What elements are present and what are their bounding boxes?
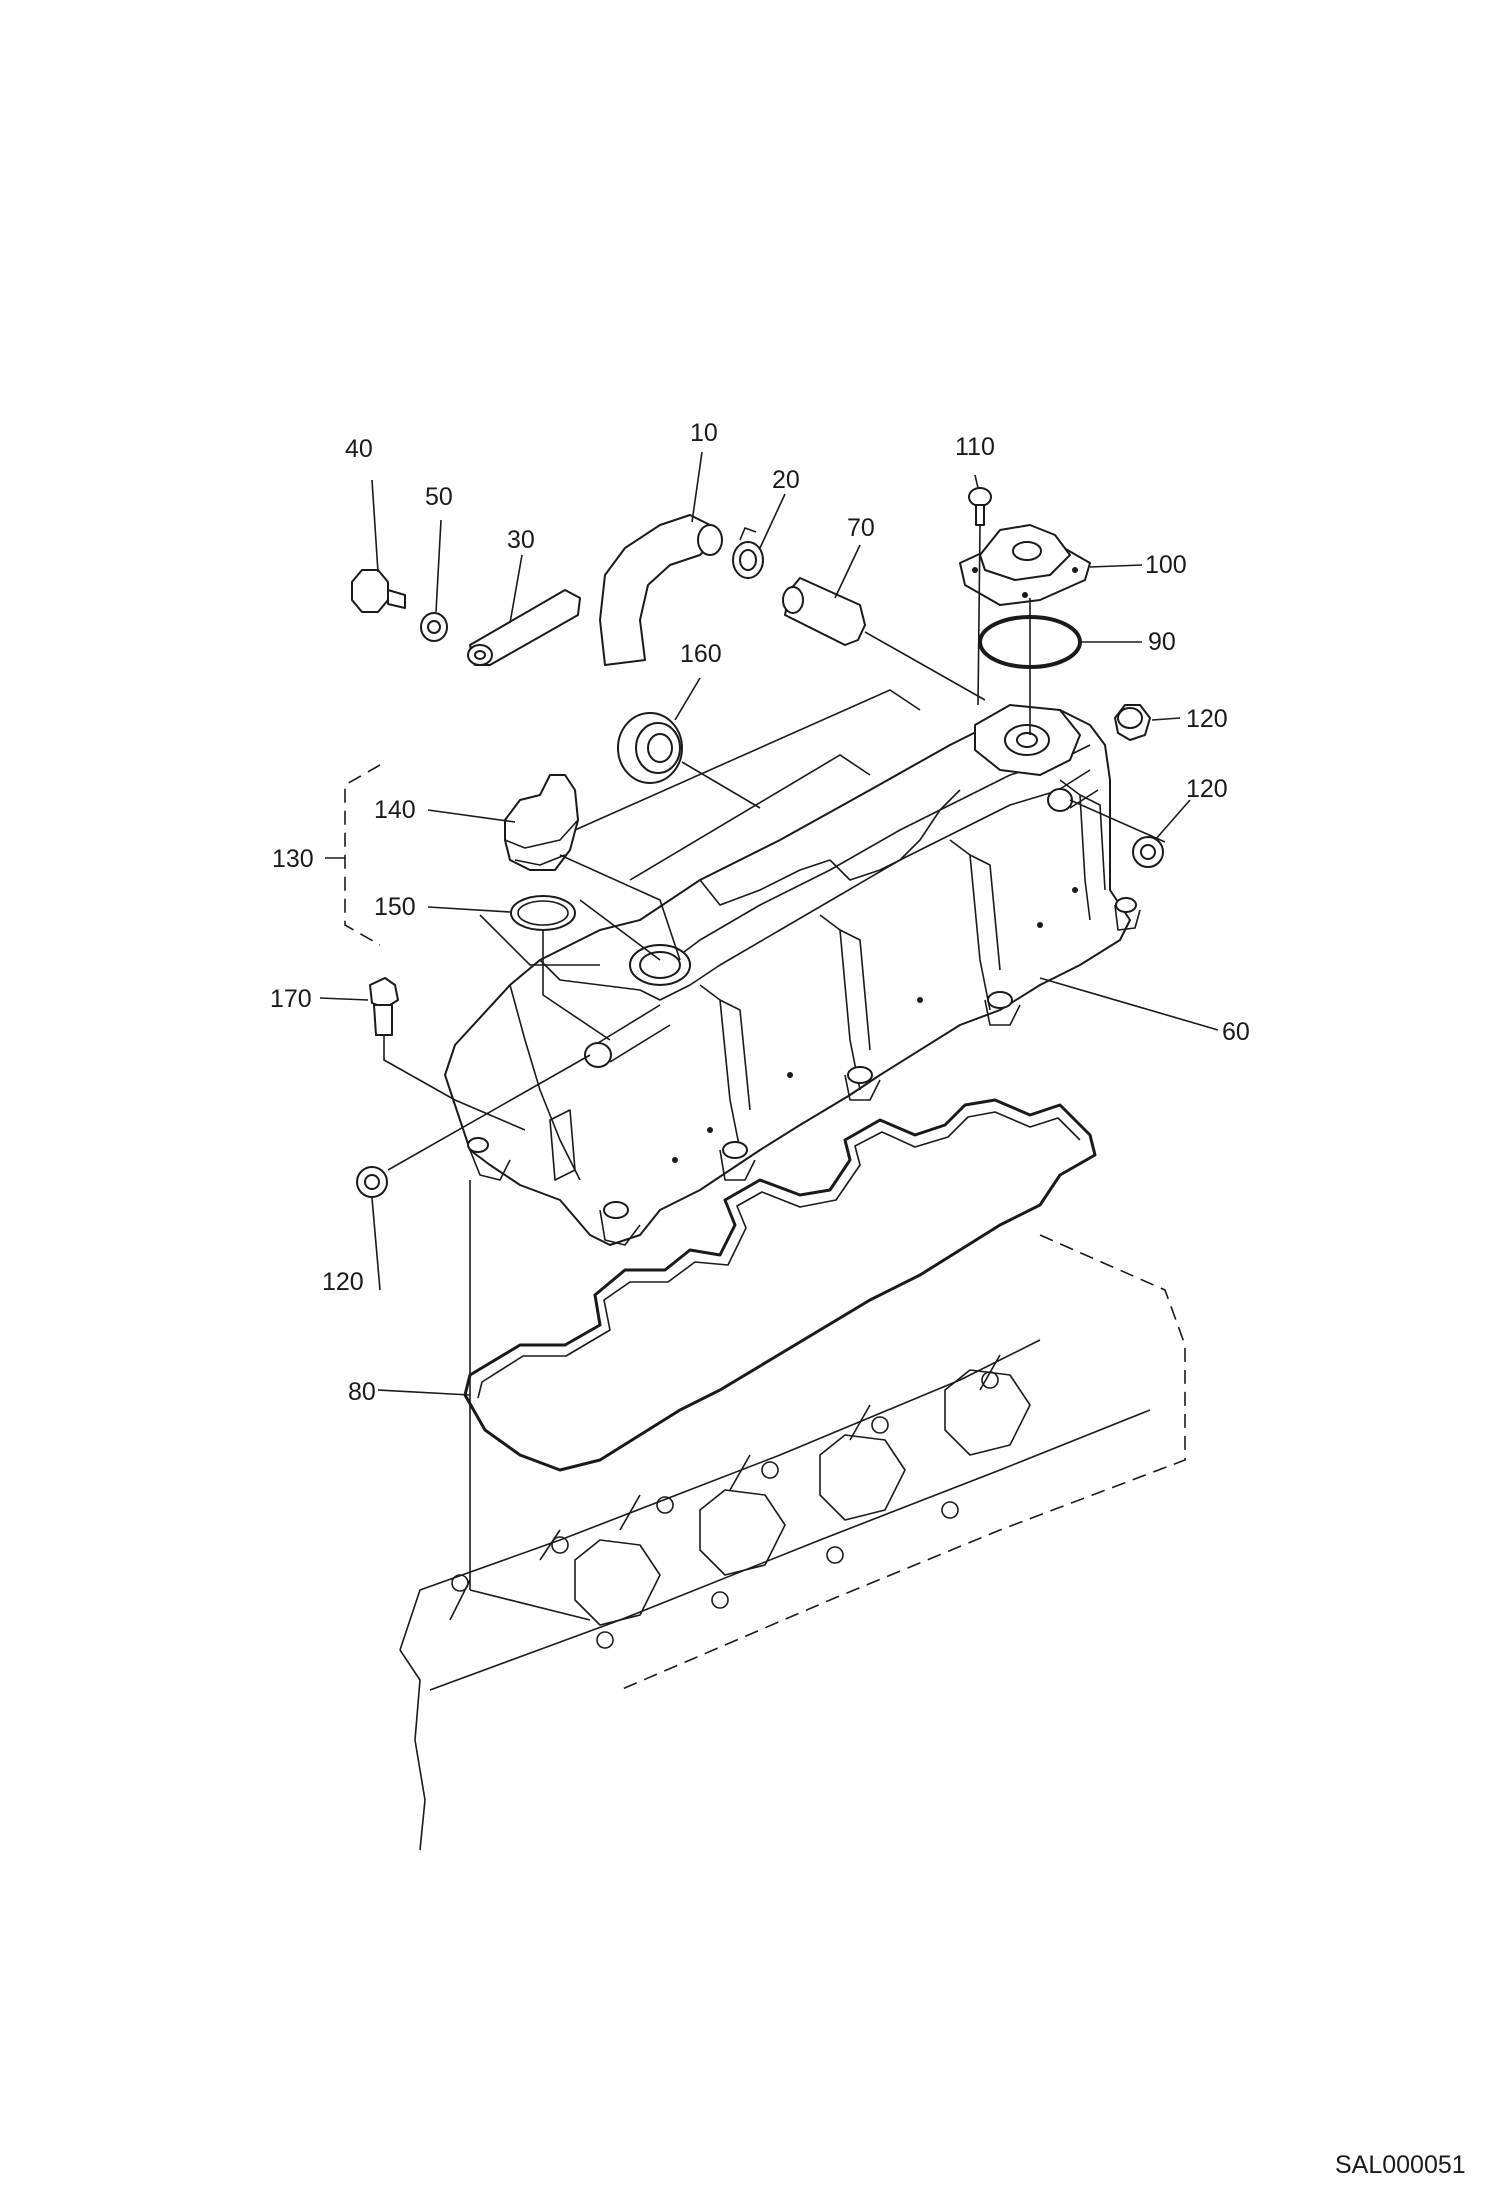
oil-filler-cap (504, 774, 579, 871)
bolt (351, 569, 406, 613)
callout-80: 80 (348, 1378, 376, 1406)
washer (420, 612, 448, 642)
hose-clamp (732, 527, 764, 579)
callout-50: 50 (425, 483, 453, 511)
callout-labels: 40 50 30 10 20 70 110 100 90 120 120 160… (270, 419, 1250, 1406)
callout-10: 10 (690, 419, 718, 447)
callout-130: 130 (272, 845, 314, 873)
callout-60: 60 (1222, 1018, 1250, 1046)
callout-90: 90 (1148, 628, 1176, 656)
screw (968, 487, 992, 526)
callout-170: 170 (270, 985, 312, 1013)
callout-110: 110 (955, 433, 995, 461)
seal-ring (617, 712, 683, 784)
filler-cap-o-ring (510, 895, 576, 931)
callout-100: 100 (1145, 551, 1187, 579)
callout-160: 160 (680, 640, 722, 668)
drawing-reference: SAL000051 (1335, 2151, 1466, 2179)
callout-70: 70 (847, 514, 875, 542)
breather-hose (599, 514, 723, 666)
breather-pipe (782, 577, 866, 646)
cap-lower (356, 1166, 388, 1198)
valve-cover (444, 704, 1141, 1246)
callout-30: 30 (507, 526, 535, 554)
valve-cover-gasket (463, 1098, 1097, 1472)
bracket (467, 589, 581, 666)
cylinder-head (399, 1234, 1186, 1851)
cap-upper (1114, 704, 1151, 741)
callout-150: 150 (374, 893, 416, 921)
callout-140: 140 (374, 796, 416, 824)
breather-cover (959, 524, 1091, 606)
fitting (369, 977, 399, 1036)
callout-120-middle: 120 (1186, 775, 1228, 803)
callout-120-lower: 120 (322, 1268, 364, 1296)
callout-40: 40 (345, 435, 373, 463)
leader-lines (319, 451, 1219, 1621)
callout-20: 20 (772, 466, 800, 494)
cap-middle (1132, 836, 1164, 868)
callout-120-upper: 120 (1186, 705, 1228, 733)
